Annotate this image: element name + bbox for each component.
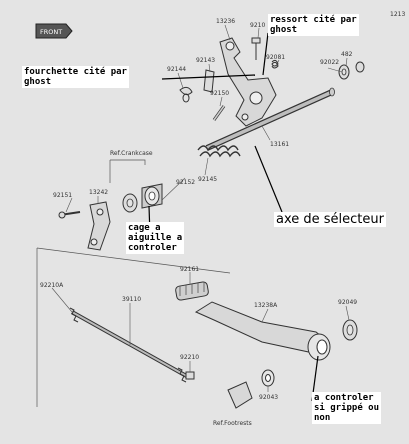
part-92161: 92161	[180, 266, 199, 273]
part-9210: 9210	[250, 22, 265, 29]
part-92145: 92145	[198, 176, 217, 183]
ref-crankcase: Ref.Crankcase	[110, 150, 153, 157]
part-92081: 92081	[266, 54, 285, 61]
part-92152: 92152	[176, 179, 195, 186]
part-92210: 92210	[180, 354, 199, 361]
part-92143: 92143	[196, 57, 215, 64]
part-482: 482	[341, 51, 353, 58]
tie-rod	[69, 307, 191, 383]
part-92043: 92043	[259, 394, 278, 401]
ref-footrests: Ref.Footrests	[213, 420, 252, 427]
annotation-ressort: ressort cité par ghost	[268, 14, 359, 36]
part-92151: 92151	[53, 192, 72, 199]
annotation-fourchette: fourchette cité par ghost	[22, 66, 129, 88]
part-92150: 92150	[210, 90, 229, 97]
shift-pedal	[194, 301, 331, 361]
shift-shaft	[205, 87, 335, 151]
part-92144: 92144	[167, 66, 186, 73]
part-13236: 13236	[216, 18, 235, 25]
shift-arm	[219, 37, 277, 127]
front-logo: FRONT	[35, 23, 73, 39]
part-13161: 13161	[270, 141, 289, 148]
needle-bearing	[122, 183, 163, 213]
part-13238a: 13238A	[254, 302, 278, 309]
part-92049: 92049	[338, 299, 357, 306]
part-13242: 13242	[89, 189, 108, 196]
annotation-cage-aiguille: cage a aiguille a controler	[126, 222, 185, 254]
part-39110: 39110	[122, 296, 141, 303]
part-92022: 92022	[320, 59, 339, 66]
logo-text: FRONT	[40, 28, 62, 36]
annotation-axe-selecteur: axe de sélecteur	[274, 212, 386, 227]
annotation-a-controler: a controler si grippé ou non	[312, 392, 382, 424]
part-1213: 1213	[390, 11, 405, 18]
part-92210a: 92210A	[40, 282, 64, 289]
